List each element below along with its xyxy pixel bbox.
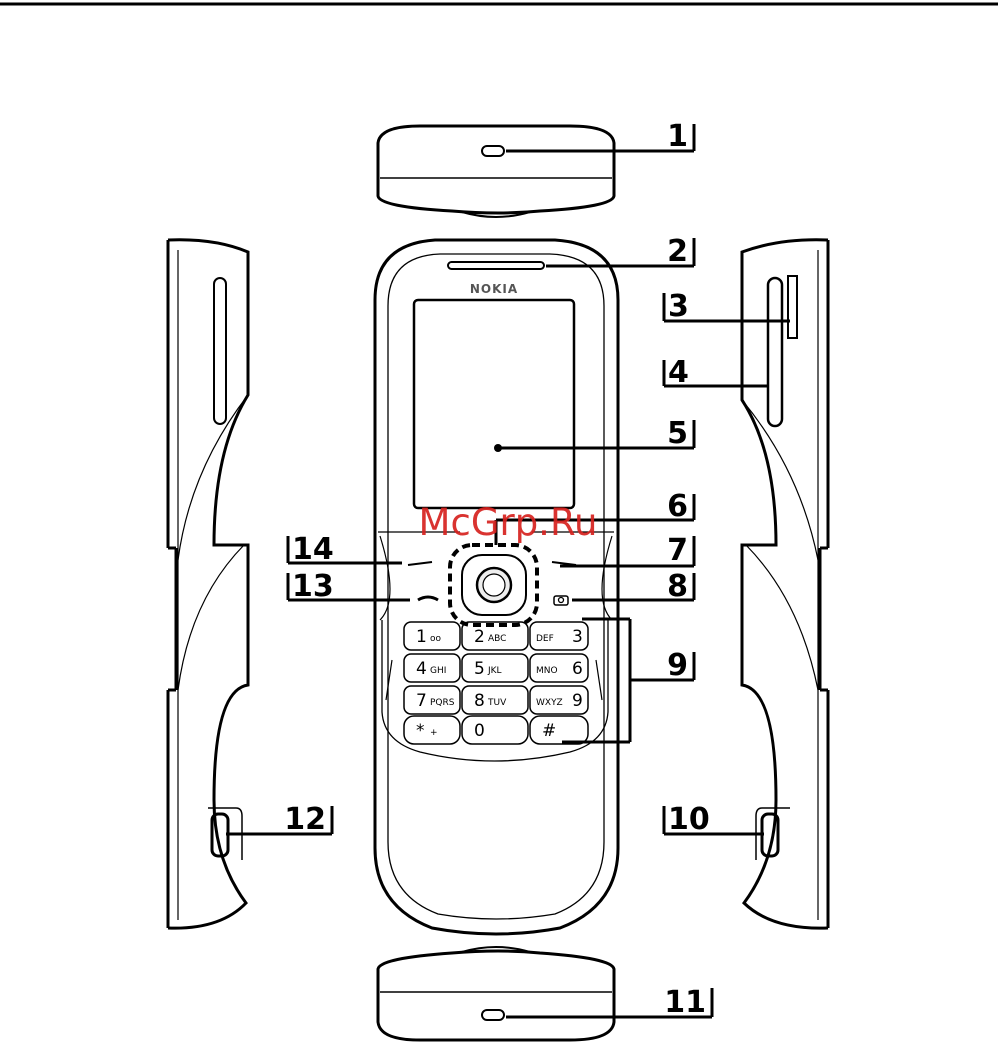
callout-10: 10 [668,802,710,837]
phone-right-view [742,240,828,928]
key-label: 7 [416,691,427,711]
key-sublabel: TUV [487,698,507,708]
callout-4: 4 [668,355,689,390]
top-connector [482,146,504,156]
key-label: 4 [416,659,427,679]
key-label: 3 [572,627,583,647]
phone-bottom-view [378,947,614,1040]
call-key-icon [418,597,438,600]
callout-11: 11 [664,985,706,1020]
phone-left-view [168,240,248,928]
watermark: McGrp.Ru [419,501,598,544]
callout-3: 3 [668,289,689,324]
callout-2: 2 [667,234,688,269]
key-sublabel: PQRS [430,698,455,708]
key-label: 9 [572,691,583,711]
key-label: 8 [474,691,485,711]
key-sublabel: + [430,728,438,738]
callout-12: 12 [284,802,326,837]
earpiece [448,262,544,269]
key-sublabel: WXYZ [536,698,563,708]
callout-9: 9 [667,648,688,683]
key-label: 5 [474,659,485,679]
key-11-outline [462,716,528,744]
callout-5: 5 [667,416,688,451]
callout-8: 8 [667,569,688,604]
key-label: 6 [572,659,583,679]
key-label: 0 [474,721,485,741]
phone-front-view [375,240,618,934]
side-slot [788,276,797,338]
callout-14: 14 [292,532,334,567]
callout-1: 1 [667,119,688,154]
volume-key-view [768,278,782,426]
key-sublabel: ABC [488,634,506,644]
key-sublabel: MNO [536,666,558,676]
key-label: 2 [474,627,485,647]
callout-6: 6 [667,489,688,524]
key-sublabel: DEF [536,634,554,644]
callout-13: 13 [292,569,334,604]
key-sublabel: JKL [487,666,502,676]
key-label: * [416,721,425,741]
key-sublabel: ᴏᴏ [430,634,442,644]
key-label: # [542,721,556,741]
callout-7: 7 [667,533,688,568]
phone-top-view [378,126,614,217]
key-12-outline [530,716,588,744]
display [414,300,574,508]
brand-logo: NOKIA [470,282,518,296]
key-sublabel: GHI [430,666,446,676]
key-label: 1 [416,627,427,647]
bottom-connector [482,1010,504,1020]
